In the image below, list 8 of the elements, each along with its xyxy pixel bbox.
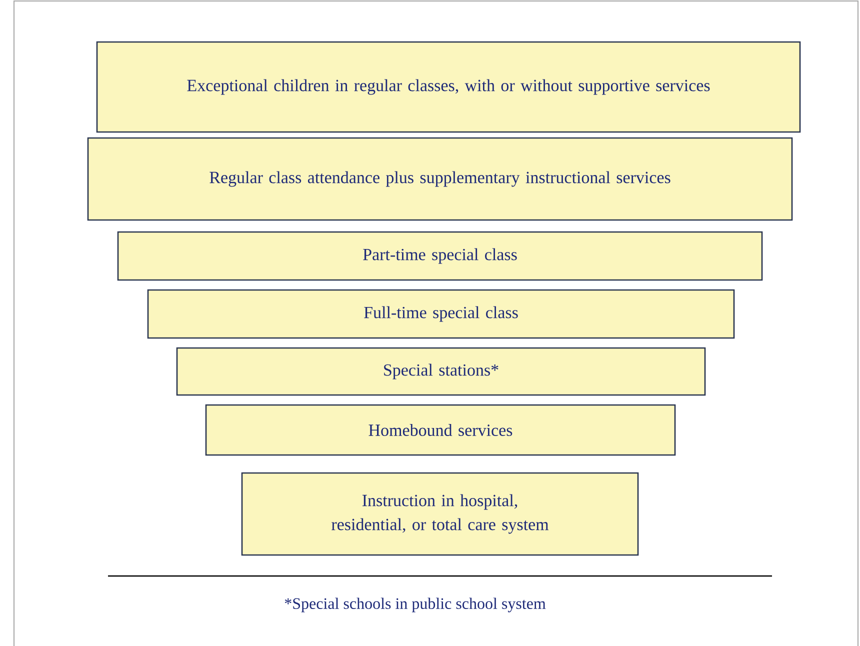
- footnote: *Special schools in public school system: [284, 598, 546, 612]
- level-box: Special stations*: [176, 347, 706, 396]
- level-box: Homebound services: [205, 404, 676, 456]
- level-box: Exceptional children in regular classes, with or without supportive services: [96, 41, 801, 133]
- level-box: Instruction in hospital, residential, or total care system: [241, 472, 639, 556]
- level-box: Full-time special class: [147, 289, 735, 339]
- level-box: Regular class attendance plus supplementary instructional services: [87, 137, 793, 221]
- level-box: Part-time special class: [117, 231, 763, 281]
